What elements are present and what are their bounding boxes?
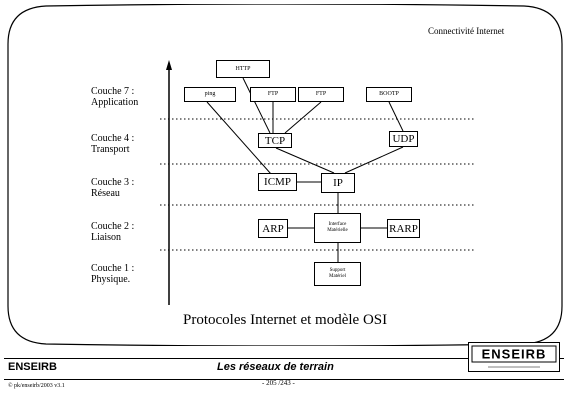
footer-bar <box>4 358 564 380</box>
ftp2-box: FTP <box>298 87 344 102</box>
http-box: HTTP <box>216 60 270 78</box>
enseirb-logo: ENSEIRB <box>468 342 560 372</box>
tcp-box: TCP <box>258 133 292 148</box>
layer-2-line2: Liaison <box>91 232 121 243</box>
interface-line1: Interface <box>328 222 347 227</box>
link-udp-ip <box>344 146 404 174</box>
ftp1-box: FTP <box>250 87 296 102</box>
support-line2: Matériel <box>329 274 346 279</box>
layer-1-line1: Couche 1 : <box>91 263 135 274</box>
footer-copyright: © pk/enseirb/2003 v3.1 <box>8 383 65 389</box>
interface-line2: Matérielle <box>327 228 348 233</box>
layer-7-line2: Application <box>91 97 139 108</box>
interface-box: Interface Matérielle <box>314 213 361 243</box>
arp-box: ARP <box>258 219 288 238</box>
layer-2-label: Couche 2 : Liaison <box>91 221 134 243</box>
footer-page: - 205 /243 - <box>262 379 295 387</box>
link-http-tcp <box>242 77 271 134</box>
osi-axis-arrowhead <box>166 60 172 70</box>
layer-3-line1: Couche 3 : <box>91 177 135 188</box>
ping-box: ping <box>184 87 236 102</box>
link-ftp2-tcp <box>284 101 322 134</box>
link-bootp-udp <box>388 101 404 132</box>
slide-subject: Connectivité Internet <box>428 26 505 36</box>
support-line1: Support <box>329 268 346 273</box>
support-box: Support Matériel <box>314 262 361 286</box>
rarp-box: RARP <box>387 219 420 238</box>
layer-2-line1: Couche 2 : <box>91 221 135 232</box>
link-ping-icmp <box>206 101 272 175</box>
link-tcp-ip <box>275 147 335 174</box>
layer-1-label: Couche 1 : Physique. <box>91 263 134 285</box>
udp-box: UDP <box>389 131 418 147</box>
layer-1-line2: Physique. <box>91 274 131 285</box>
icmp-box: ICMP <box>258 173 297 191</box>
layer-4-label: Couche 4 : Transport <box>91 133 134 155</box>
layer-3-line2: Réseau <box>91 188 120 199</box>
slide-caption: Protocoles Internet et modèle OSI <box>183 312 388 328</box>
footer-course: Les réseaux de terrain <box>217 361 334 373</box>
footer-school: ENSEIRB <box>8 361 57 373</box>
layer-7-line1: Couche 7 : <box>91 86 135 97</box>
bootp-box: BOOTP <box>366 87 412 102</box>
layer-3-label: Couche 3 : Réseau <box>91 177 134 199</box>
layer-4-line2: Transport <box>91 144 130 155</box>
layer-4-line1: Couche 4 : <box>91 133 135 144</box>
layer-7-label: Couche 7 : Application <box>91 86 138 108</box>
svg-text:ENSEIRB: ENSEIRB <box>482 347 547 362</box>
ip-box: IP <box>321 173 355 193</box>
